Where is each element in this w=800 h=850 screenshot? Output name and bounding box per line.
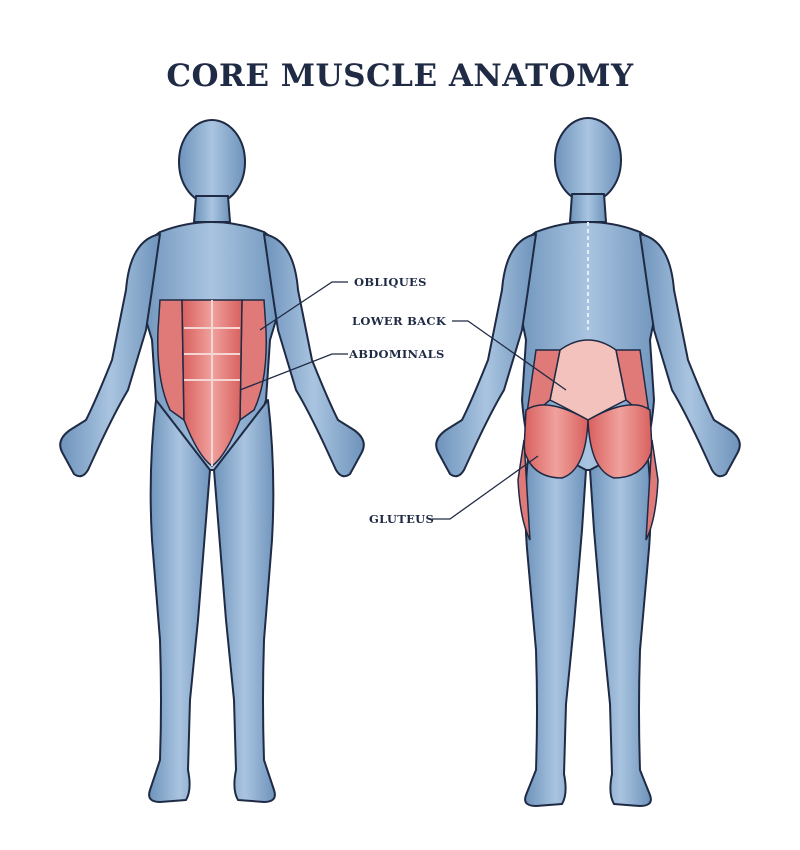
front-left-arm [59, 233, 161, 478]
front-left-leg [148, 399, 211, 803]
gluteus-side-left [517, 439, 531, 541]
back-head [554, 117, 622, 203]
front-abdominals [157, 299, 267, 467]
label-obliques: OBLIQUES [354, 275, 427, 289]
front-head [178, 119, 246, 205]
back-right-leg [589, 439, 652, 807]
back-left-leg [524, 439, 587, 807]
lower-back-leader [452, 320, 567, 391]
obliques-leader [259, 281, 348, 331]
leader-lines [239, 281, 567, 520]
back-left-arm [435, 233, 537, 478]
gluteus-left [523, 404, 589, 479]
lower-back-right [615, 349, 652, 422]
label-abdominals: ABDOMINALS [349, 347, 445, 361]
front-right-leg [213, 399, 276, 803]
back-right-arm [639, 233, 741, 478]
obliques-right [239, 299, 267, 422]
abdominals-leader [239, 353, 348, 391]
gluteus-leader [432, 455, 539, 520]
front-right-arm [263, 233, 365, 478]
page-title: CORE MUSCLE ANATOMY [166, 58, 634, 94]
label-gluteus: GLUTEUS [369, 512, 435, 526]
back-figure [435, 117, 741, 807]
gluteus-side-right [645, 439, 659, 541]
obliques-left [157, 299, 185, 422]
back-highlights [517, 339, 659, 541]
gluteus-right [587, 404, 653, 479]
label-lower-back: LOWER BACK [352, 314, 447, 328]
lower-back-muscle [549, 339, 627, 421]
